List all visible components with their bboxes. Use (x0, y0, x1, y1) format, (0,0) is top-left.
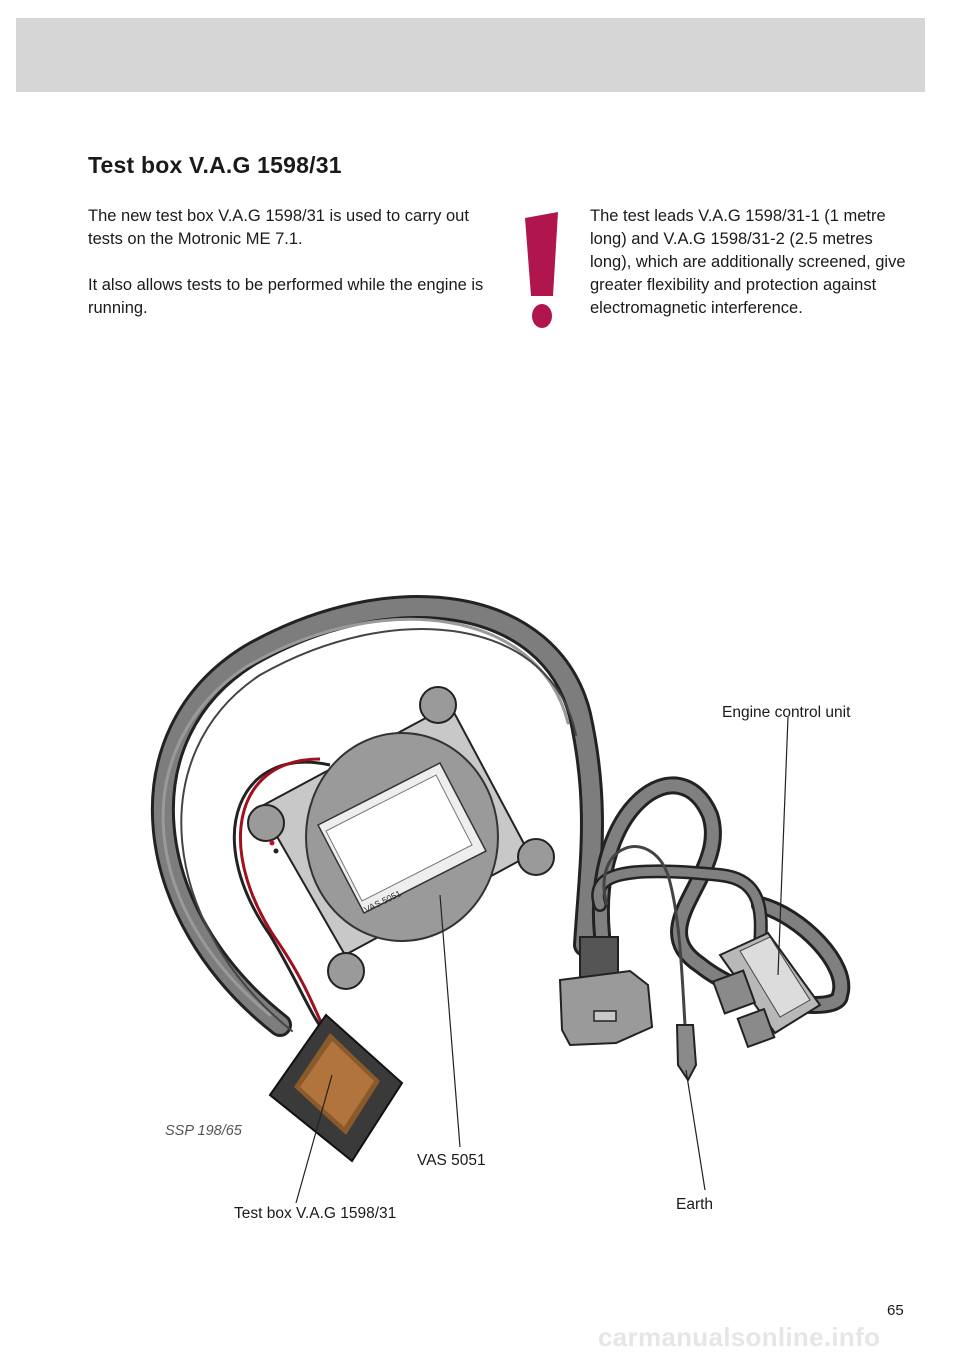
engine-control-unit-device (711, 931, 822, 1049)
intro-paragraph: The new test box V.A.G 1598/31 is used t… (88, 207, 469, 248)
vas-5051-device: VAS 5051 (247, 686, 555, 990)
leader-lines (295, 716, 789, 1204)
connector-plug (558, 936, 654, 1047)
test-leads-note: The test leads V.A.G 1598/31-1 (1 metre … (590, 207, 906, 317)
exclamation-icon (525, 212, 558, 328)
test-box-device (268, 1013, 404, 1163)
watermark-url: carmanualsonline.info (598, 1322, 881, 1352)
earth-lead (602, 845, 698, 1082)
test-box-label: Test box V.A.G 1598/31 (234, 1205, 397, 1222)
ssp-reference-label: SSP 198/65 (165, 1123, 242, 1139)
vas-5051-label: VAS 5051 (417, 1152, 486, 1169)
page-number: 65 (887, 1302, 904, 1319)
engine-control-unit-label: Engine control unit (722, 704, 851, 721)
engine-running-paragraph: It also allows tests to be performed whi… (88, 276, 484, 317)
ecu-cable (591, 776, 851, 1014)
earth-label: Earth (676, 1196, 714, 1213)
page-title: Test box V.A.G 1598/31 (88, 152, 342, 178)
test-leads (232, 757, 334, 1046)
cable-bundle (151, 595, 604, 1037)
header-band (16, 18, 925, 92)
equipment-illustration: VAS 5051 (151, 595, 851, 1204)
